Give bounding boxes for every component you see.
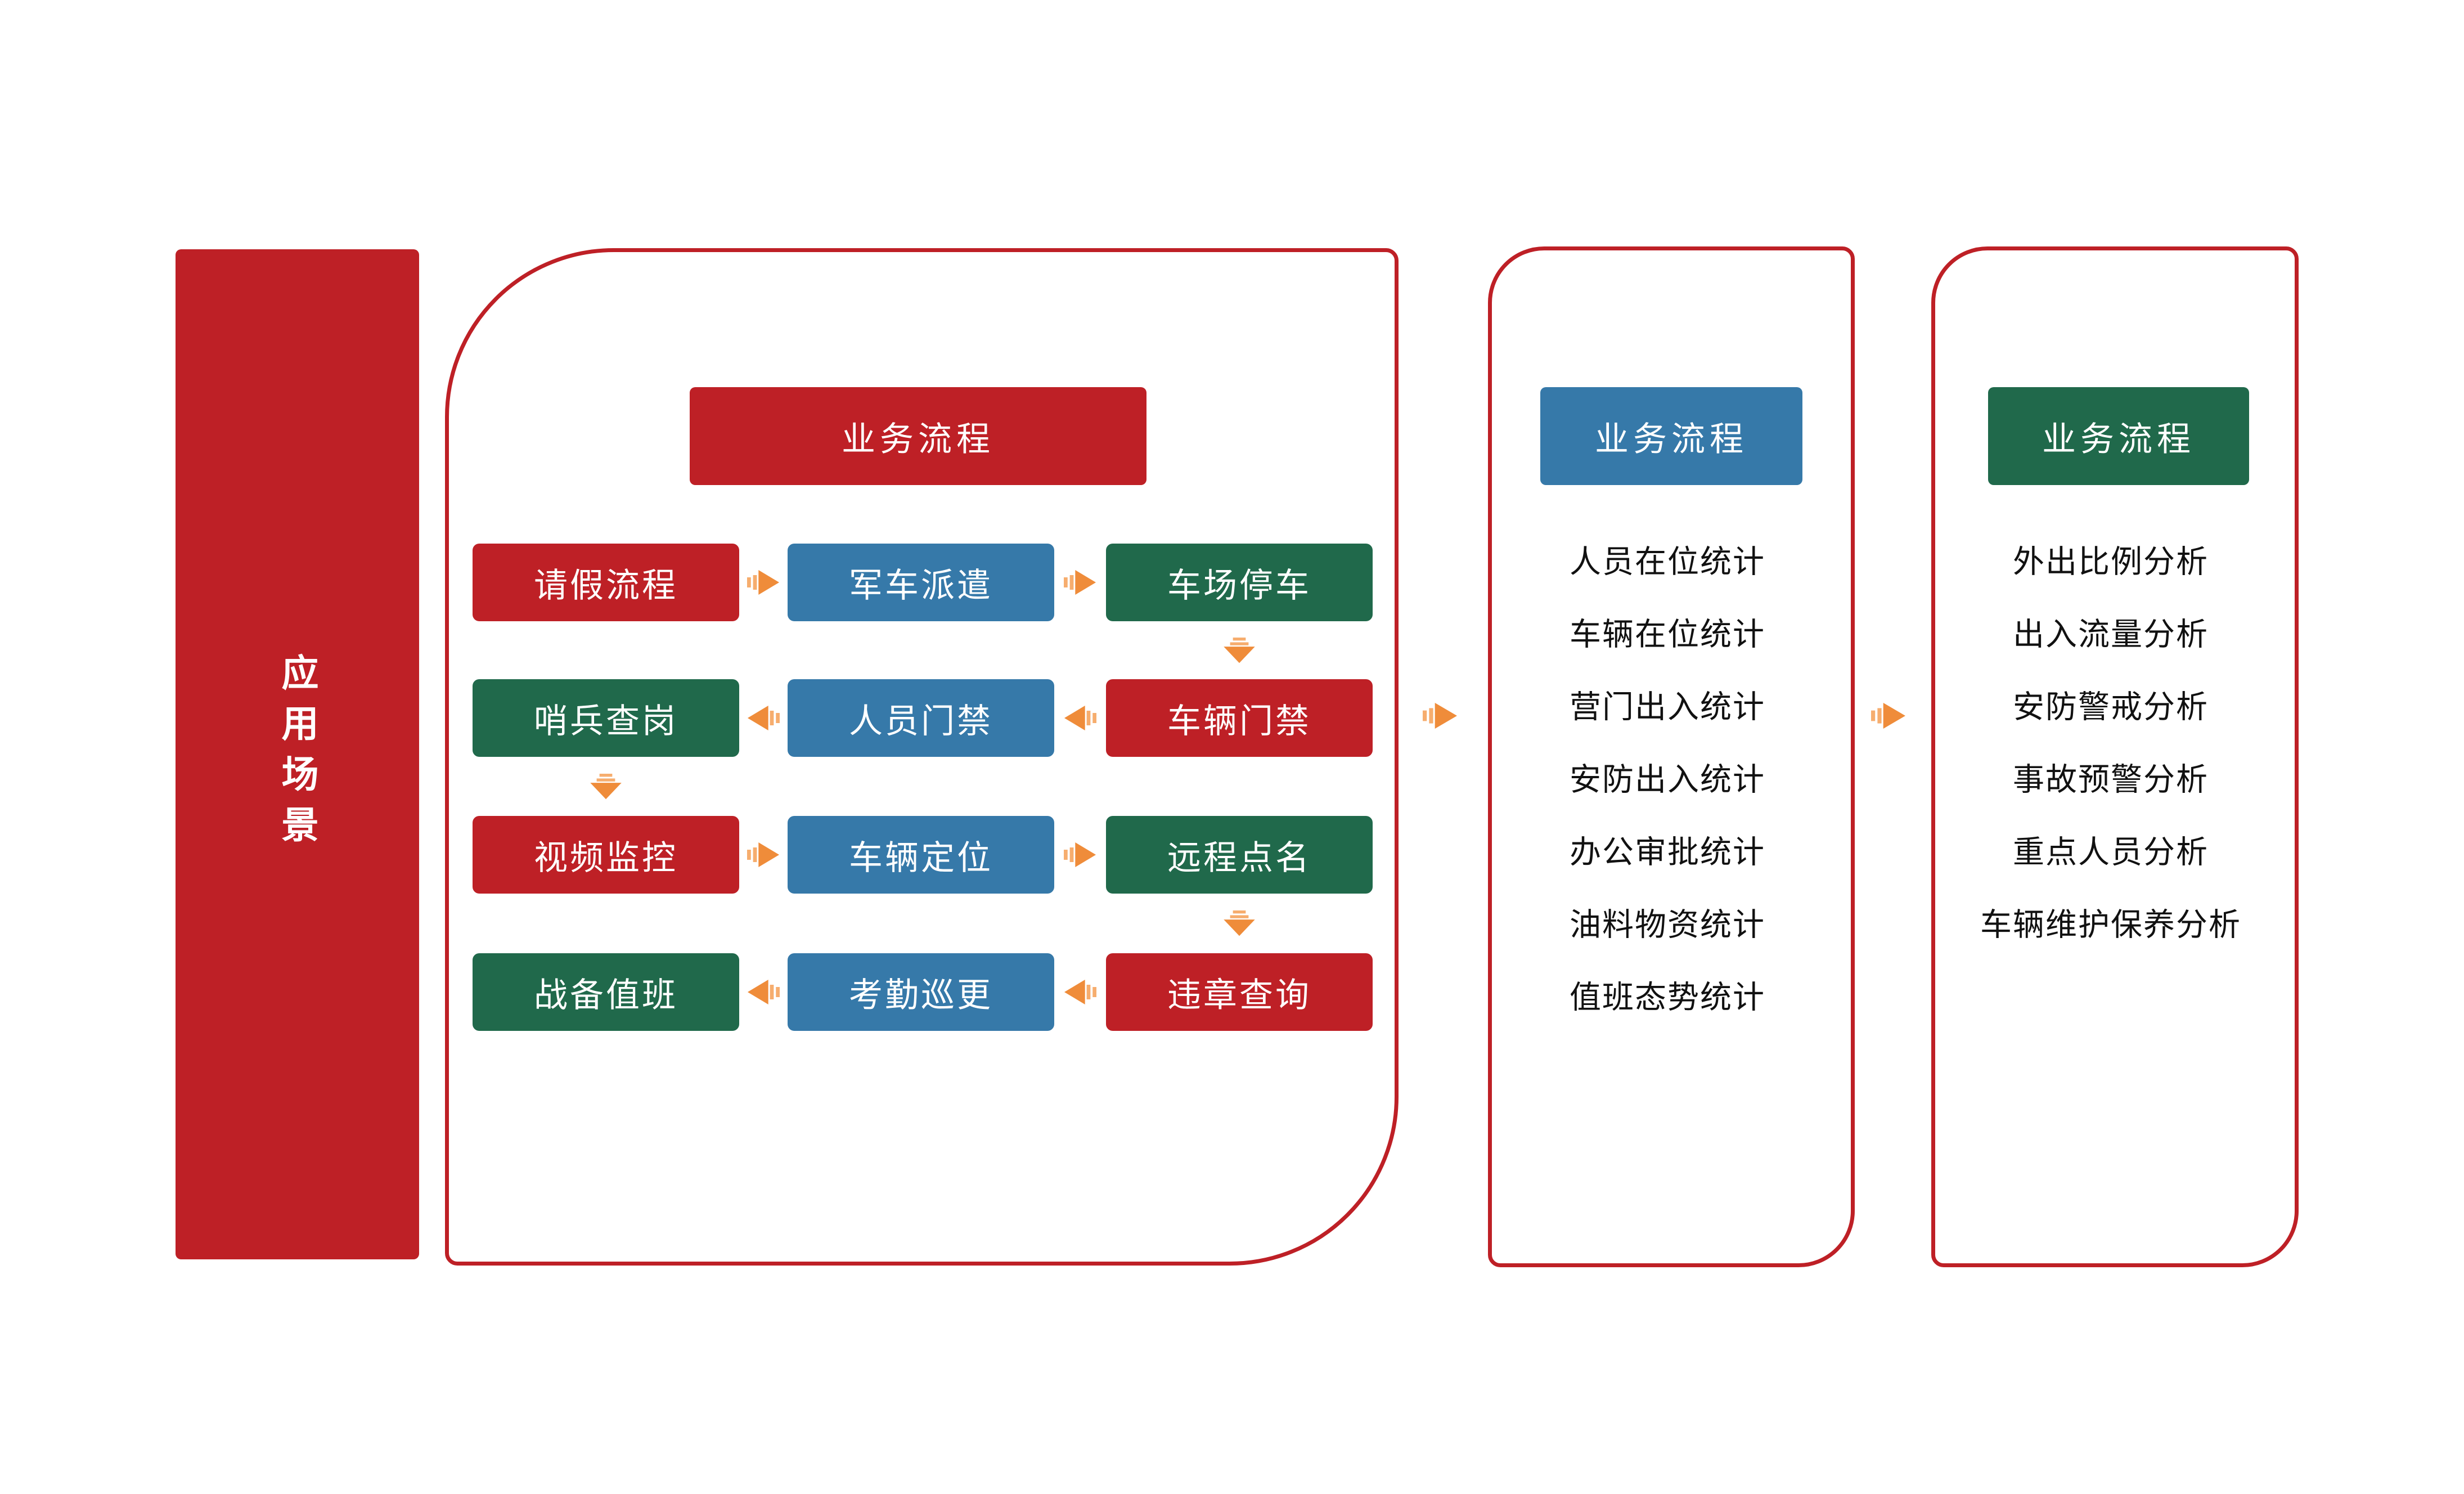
panel-connector-arrow-icon xyxy=(1423,702,1458,729)
scenario-banner: 应用场景 xyxy=(176,249,419,1259)
panel-connector-arrow-icon xyxy=(1871,702,1906,729)
main-panel-header-label: 业务流程 xyxy=(842,420,995,458)
stats-panel-header-label: 业务流程 xyxy=(1595,420,1748,458)
stats-panel-header: 业务流程 xyxy=(1540,387,1802,485)
scenario-banner-label: 应用场景 xyxy=(276,653,318,856)
analysis-panel-header: 业务流程 xyxy=(1988,387,2249,485)
analysis-panel-header-label: 业务流程 xyxy=(2042,420,2195,458)
main-panel-header: 业务流程 xyxy=(690,387,1146,485)
